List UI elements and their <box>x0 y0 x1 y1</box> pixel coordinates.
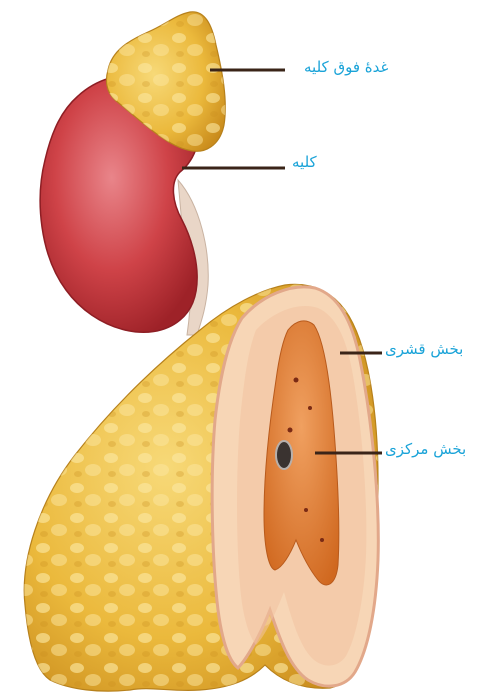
label-kidney: کلیه <box>292 153 317 171</box>
label-cortex: بخش قشری <box>385 340 463 358</box>
label-medulla: بخش مرکزی <box>385 440 466 458</box>
label-adrenal-gland: غدهٔ فوق کلیه <box>304 58 388 76</box>
